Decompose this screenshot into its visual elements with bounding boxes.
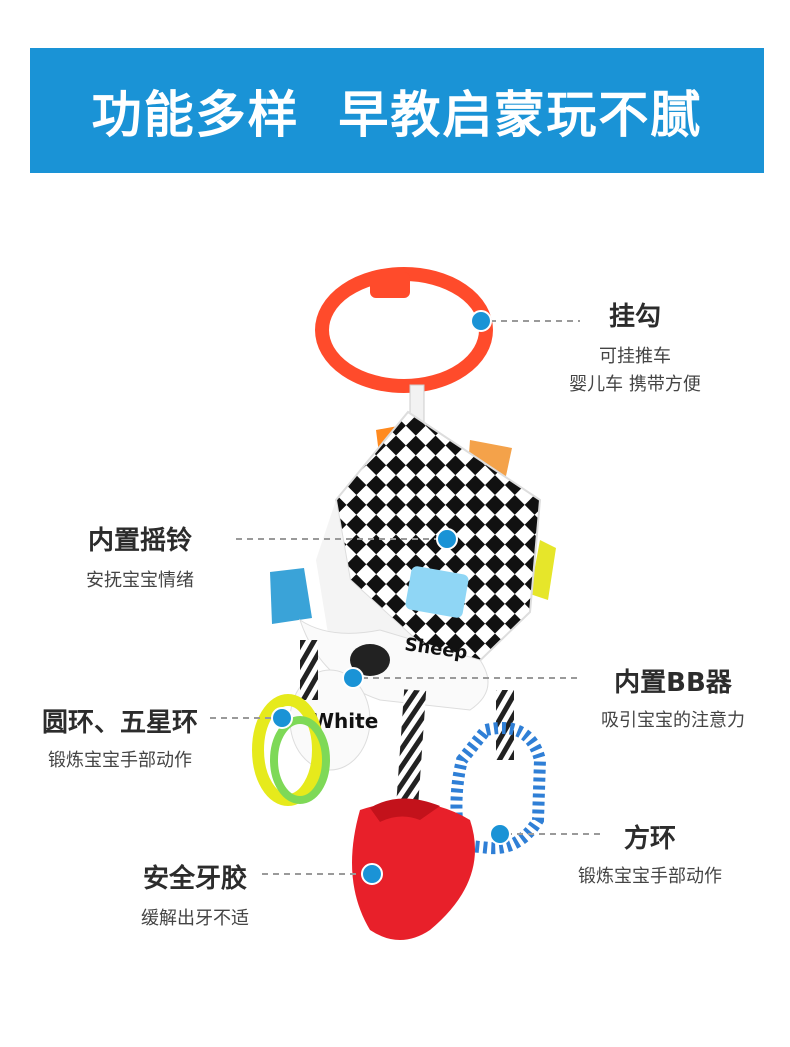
callout-desc: 婴儿车 携带方便 — [569, 374, 701, 395]
callout-title: 方环 — [623, 824, 676, 854]
callout-desc: 缓解出牙不适 — [141, 908, 249, 929]
white-label: White — [312, 709, 378, 733]
callout-title: 内置摇铃 — [87, 526, 192, 556]
callout-dot-icon — [271, 707, 293, 729]
callout-title: 内置BB器 — [614, 668, 732, 698]
callout-square-ring: 方环 锻炼宝宝手部动作 — [560, 818, 740, 891]
callout-title: 挂勾 — [608, 302, 661, 332]
callout-rings: 圆环、五星环 锻炼宝宝手部动作 — [30, 702, 210, 775]
callout-dots — [271, 310, 511, 885]
callout-dot-icon — [436, 528, 458, 550]
callout-dot-icon — [470, 310, 492, 332]
callout-bb: 内置BB器 吸引宝宝的注意力 — [578, 662, 768, 735]
callout-dot-icon — [342, 667, 364, 689]
callout-desc: 可挂推车 — [599, 346, 671, 367]
yellow-ring — [252, 694, 330, 806]
callout-dot-icon — [489, 823, 511, 845]
callout-title: 圆环、五星环 — [41, 708, 198, 738]
callout-title: 安全牙胶 — [142, 864, 247, 894]
title-banner: 功能多样 早教启蒙玩不腻 — [30, 48, 764, 173]
callout-rattle: 内置摇铃 安抚宝宝情绪 — [60, 520, 220, 595]
strawberry-teether — [352, 798, 475, 940]
callout-dot-icon — [361, 863, 383, 885]
callout-hook: 挂勾 可挂推车 婴儿车 携带方便 — [560, 296, 710, 399]
hook-ring — [315, 267, 493, 426]
leader-lines — [210, 320, 600, 875]
callout-desc: 安抚宝宝情绪 — [86, 570, 194, 591]
page-title: 功能多样 早教启蒙玩不腻 — [91, 85, 703, 144]
callout-desc: 锻炼宝宝手部动作 — [48, 750, 192, 771]
callout-desc: 锻炼宝宝手部动作 — [578, 866, 722, 887]
callout-teether: 安全牙胶 缓解出牙不适 — [120, 858, 270, 933]
callout-desc: 吸引宝宝的注意力 — [601, 710, 745, 731]
